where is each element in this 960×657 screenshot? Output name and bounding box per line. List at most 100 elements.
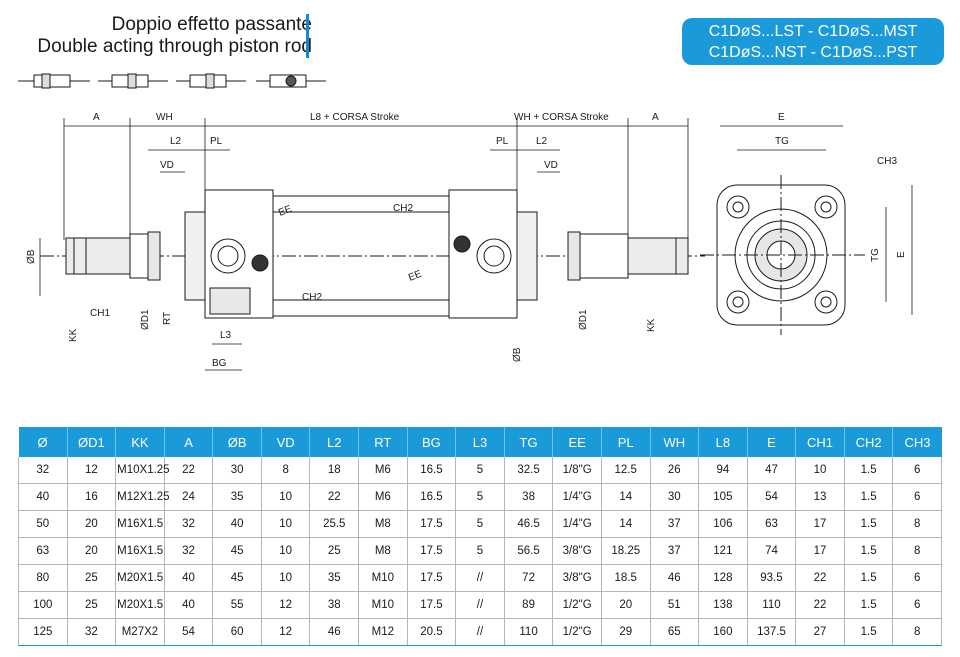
table-cell: M10: [358, 564, 408, 592]
table-cell: 26: [650, 457, 700, 484]
table-cell: 16.5: [407, 457, 457, 484]
table-cell: 40: [164, 591, 214, 619]
label-D1-left: ØD1: [140, 309, 151, 330]
column-header: WH: [650, 427, 700, 457]
table-cell: 128: [698, 564, 748, 592]
table-cell: 56.5: [504, 537, 554, 565]
table-cell: 24: [164, 483, 214, 511]
label-E-side: E: [896, 251, 907, 258]
table-cell: 50: [18, 510, 68, 538]
table-cell: 22: [795, 564, 845, 592]
table-cell: 30: [212, 457, 262, 484]
label-L2-right: L2: [536, 136, 548, 147]
table-cell: 6: [892, 564, 942, 592]
column-header: L8: [698, 427, 748, 457]
table-cell: 10: [261, 564, 311, 592]
table-cell: 17.5: [407, 564, 457, 592]
title-accent-rule: [306, 14, 309, 58]
table-cell: 32: [18, 457, 68, 484]
table-cell: 32: [67, 618, 117, 646]
table-cell: 1/4"G: [552, 483, 602, 511]
technical-drawing: A WH L8 + CORSA Stroke WH + CORSA Stroke…: [18, 73, 913, 371]
label-KK-right: KK: [646, 318, 657, 332]
label-EE-right: EE: [407, 268, 424, 283]
label-L3: L3: [220, 330, 232, 341]
table-cell: M20X1.5: [115, 564, 165, 592]
table-cell: 54: [164, 618, 214, 646]
table-cell: 46: [309, 618, 360, 646]
table-cell: M10X1.25: [115, 457, 170, 484]
table-cell: 17: [795, 510, 845, 538]
table-cell: 1.5: [844, 457, 894, 484]
table-cell: 8: [892, 618, 942, 646]
label-L8-stroke: L8 + CORSA Stroke: [310, 112, 400, 123]
table-cell: M12: [358, 618, 408, 646]
column-header: RT: [358, 427, 408, 457]
table-cell: 12: [261, 591, 311, 619]
column-header: VD: [261, 427, 311, 457]
table-cell: 121: [698, 537, 748, 565]
table-cell: 110: [747, 591, 797, 619]
left-head: [184, 189, 274, 319]
table-cell: 46.5: [504, 510, 554, 538]
table-cell: 46: [650, 564, 700, 592]
table-cell: 29: [601, 618, 651, 646]
table-cell: 6: [892, 457, 942, 484]
table-cell: 25: [67, 564, 117, 592]
label-WH-stroke: WH + CORSA Stroke: [514, 112, 609, 123]
model-code-line-2: C1DøS...NST - C1DøS...PST: [708, 44, 918, 61]
table-cell: 8: [892, 510, 942, 538]
table-cell: 10: [261, 510, 311, 538]
label-CH2-bottom: CH2: [302, 292, 322, 303]
column-header: CH3: [892, 427, 942, 457]
table-cell: 94: [698, 457, 748, 484]
column-header: A: [164, 427, 214, 457]
table-cell: 13: [795, 483, 845, 511]
table-cell: 1/8"G: [552, 457, 602, 484]
table-cell: 5: [455, 457, 505, 484]
table-cell: 18.25: [601, 537, 651, 565]
table-cell: 1/4"G: [552, 510, 602, 538]
table-cell: 10: [795, 457, 845, 484]
label-B-left: ØB: [26, 249, 37, 264]
table-cell: 1/2"G: [552, 618, 602, 646]
right-head: [448, 189, 538, 319]
table-cell: 22: [795, 591, 845, 619]
table-cell: 65: [650, 618, 700, 646]
table-cell: 35: [212, 483, 262, 511]
table-cell: 17.5: [407, 537, 457, 565]
title-italian: Doppio effetto passante: [111, 14, 312, 35]
table-cell: 14: [601, 510, 651, 538]
left-piston-rod: [65, 231, 161, 281]
table-cell: 74: [747, 537, 797, 565]
table-cell: 110: [504, 618, 554, 646]
column-header: CH1: [795, 427, 845, 457]
table-cell: 1.5: [844, 483, 894, 511]
table-cell: 32.5: [504, 457, 554, 484]
table-cell: 40: [18, 483, 68, 511]
table-cell: //: [455, 618, 505, 646]
label-RT: RT: [162, 312, 173, 325]
cylinder-variant-icon-1: [18, 73, 90, 89]
table-cell: 5: [455, 483, 505, 511]
label-L2-left: L2: [170, 136, 182, 147]
table-cell: M6: [358, 483, 408, 511]
table-cell: 51: [650, 591, 700, 619]
label-BG: BG: [212, 358, 227, 369]
table-cell: 37: [650, 537, 700, 565]
column-header: E: [747, 427, 797, 457]
cylinder-variant-icon-2: [98, 73, 168, 89]
title-english: Double acting through piston rod: [37, 36, 312, 57]
table-cell: 89: [504, 591, 554, 619]
column-header: L3: [455, 427, 505, 457]
table-cell: 17.5: [407, 591, 457, 619]
column-header: TG: [504, 427, 554, 457]
table-cell: 5: [455, 510, 505, 538]
column-header: BG: [407, 427, 457, 457]
